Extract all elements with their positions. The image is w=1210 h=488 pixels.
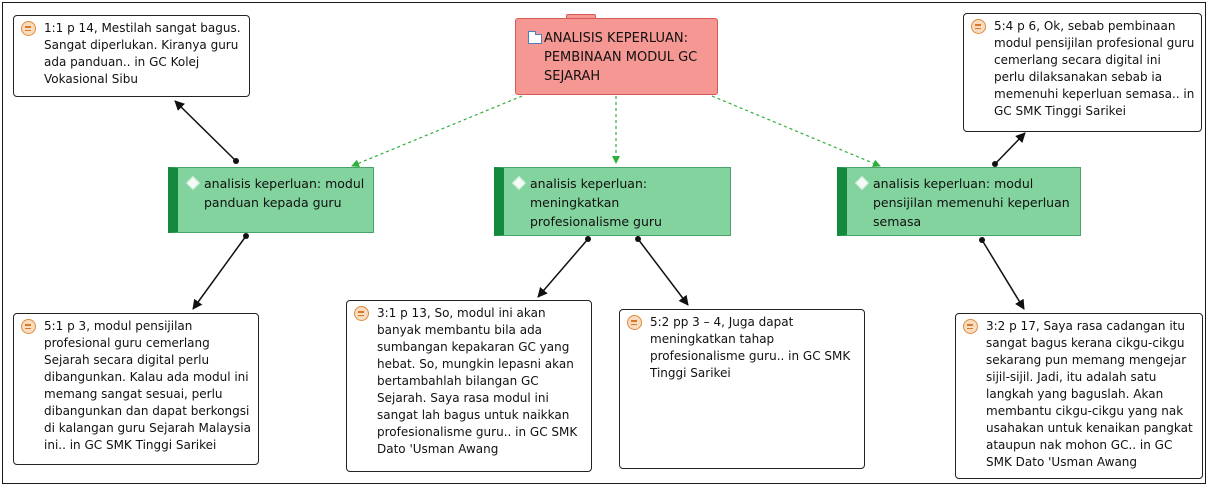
quotation-text: 5:2 pp 3 – 4, Juga dapat meningkatkan ta… [650,315,851,380]
root-label: ANALISIS KEPERLUAN: PEMBINAAN MODUL GC S… [544,31,698,84]
code-label: analisis keperluan: modul pensijilan mem… [873,176,1070,229]
link-code3-quote-5 [994,132,1026,165]
root-folder-tab [566,14,596,20]
code-label: analisis keperluan: meningkatkan profesi… [530,176,662,229]
diamond-icon [511,175,527,191]
quotation-text: 1:1 p 14, Mestilah sangat bagus. Sangat … [44,21,241,86]
link-code1-quote-2 [192,235,247,310]
quotation-node[interactable]: 5:4 p 6, Ok, sebab pembinaan modul pensi… [963,13,1202,132]
code-node[interactable]: analisis keperluan: meningkatkan profesi… [494,167,731,236]
quotation-text: 5:4 p 6, Ok, sebab pembinaan modul pensi… [994,19,1195,118]
code-node[interactable]: analisis keperluan: modul panduan kepada… [168,167,374,233]
quotation-node[interactable]: 1:1 p 14, Mestilah sangat bagus. Sangat … [13,15,250,97]
quotation-node[interactable]: 3:1 p 13, So, modul ini akan banyak memb… [346,300,592,472]
link-code1-quote-1 [174,100,237,162]
link-code2-quote-4 [637,238,689,306]
link-dot [243,233,249,239]
diamond-icon [185,175,201,191]
quotation-text: 3:1 p 13, So, modul ini akan banyak memb… [377,306,578,456]
link-dot [992,161,998,167]
code-node[interactable]: analisis keperluan: modul pensijilan mem… [837,167,1081,236]
quotation-text: 3:2 p 17, Saya rasa cadangan itu sangat … [986,319,1193,469]
link-dot [979,237,985,243]
quotation-text: 5:1 p 3, modul pensijilan profesional gu… [44,319,251,452]
quotation-node[interactable]: 5:2 pp 3 – 4, Juga dapat meningkatkan ta… [619,309,865,469]
link-code3-quote-6 [981,239,1025,310]
link-dot [585,236,591,242]
quotation-icon [21,21,36,36]
link-root-code-3 [711,95,881,167]
code-label: analisis keperluan: modul panduan kepada… [204,176,365,210]
root-node[interactable]: ANALISIS KEPERLUAN: PEMBINAAN MODUL GC S… [515,18,718,95]
quotation-icon [627,315,642,330]
folder-icon [528,31,542,44]
quotation-node[interactable]: 3:2 p 17, Saya rasa cadangan itu sangat … [955,313,1203,479]
link-dot [635,236,641,242]
quotation-icon [971,19,986,34]
link-code2-quote-3 [537,238,589,298]
quotation-icon [21,319,36,334]
quotation-node[interactable]: 5:1 p 3, modul pensijilan profesional gu… [13,313,259,465]
link-root-code-1 [351,95,523,168]
quotation-icon [963,319,978,334]
link-dot [233,158,239,164]
diamond-icon [854,175,870,191]
quotation-icon [354,306,369,321]
